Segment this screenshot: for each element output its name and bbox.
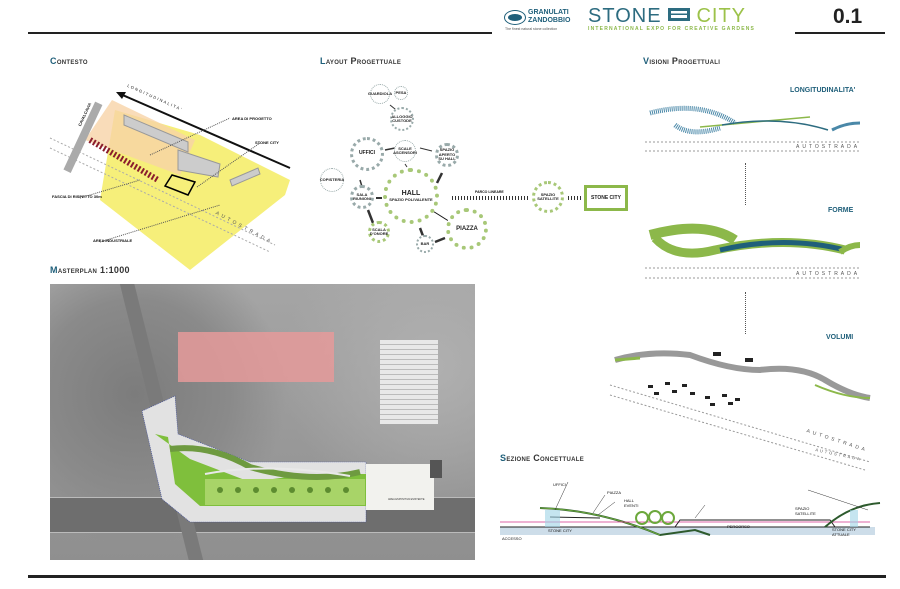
stone-city-box — [163, 174, 197, 196]
logo-2-icon — [668, 8, 690, 21]
leader-line — [149, 117, 231, 156]
hall-sub-label: SPAZIO POLIVALENTE — [389, 196, 433, 202]
section-label-accesso: ACCESSO — [502, 536, 522, 541]
forme-diagram — [645, 223, 861, 279]
section-label-uffici: UFFICI — [553, 482, 566, 487]
section-label-percorso: PERCORSO — [727, 524, 750, 529]
header-rule-right — [795, 32, 885, 34]
expo-line: INTERNATIONAL EXPO FOR CREATIVE GARDENS — [588, 26, 756, 32]
building-long — [123, 114, 189, 153]
masterplan-title: Masterplan 1:1000 — [50, 265, 130, 275]
node-bar: BAR — [416, 235, 434, 253]
node-satellite: SPAZIO SATELLITE — [532, 181, 564, 213]
building-small — [229, 167, 261, 187]
logo-city: CITY — [696, 5, 747, 27]
contesto-diagram — [49, 92, 291, 270]
dotted-connector-2 — [745, 292, 746, 334]
label-area-industriale: AREA INDUSTRIALE — [93, 238, 133, 243]
header-rule-left — [28, 32, 492, 34]
section-label-stone-city: STONE CITY — [548, 528, 572, 533]
brand-tagline: The finest natural stone collection — [505, 27, 558, 31]
section-label-hall: HALL EVENTI — [624, 498, 639, 508]
node-piazza: PIAZZA — [446, 208, 488, 250]
brand-top: GRANULATI — [528, 9, 569, 16]
layout-title: Layout Progettuale — [320, 56, 402, 66]
project-site — [141, 395, 442, 523]
hatched-area — [85, 100, 195, 175]
node-alloggio: ALLOGGIO CUSTODE — [390, 107, 414, 131]
node-scale: SCALE ASCENSORI — [393, 140, 417, 162]
leader-line — [79, 179, 141, 199]
section-label-satellite: SPAZIO SATELLITE — [795, 506, 816, 516]
visioni-volumi: VOLUMI — [826, 334, 854, 341]
visioni-title: Visioni Progettuali — [643, 56, 721, 66]
node-spazio-aperto: SPAZIO APERTO SU HALL — [435, 143, 459, 167]
brand-bottom: ZANDOBBIO — [528, 17, 571, 24]
existing-hall-striped — [380, 340, 438, 424]
section-sketch — [500, 481, 881, 537]
node-copisteria: COPISTERIA — [320, 168, 344, 192]
leader-line — [99, 204, 221, 243]
node-pesa: PESA — [394, 86, 408, 100]
label-stone-city: STONE CITY — [255, 140, 279, 145]
longitudinalita-arrow — [117, 92, 291, 169]
longitudinalita-diagram — [645, 105, 861, 152]
footer-rule — [28, 575, 886, 578]
brand-emblem-icon — [505, 11, 525, 24]
node-guardiola: GUARDIOLA — [368, 84, 392, 104]
cavalcavia — [63, 101, 103, 173]
node-sala: SALA RIUNIONI — [350, 185, 374, 209]
brand-logo: GRANULATI ZANDOBBIO The finest natural s… — [505, 8, 585, 34]
arrow-head-icon — [116, 92, 126, 99]
visioni-forme: FORME — [828, 207, 854, 214]
section-label-piazza: PIAZZA — [607, 490, 622, 495]
dotted-connector — [745, 163, 746, 205]
section-label-attuale: STONE CITY ATTUALE — [832, 527, 856, 537]
leader-line — [196, 142, 261, 188]
visioni-autostrada-2: AUTOSTRADA — [796, 271, 861, 277]
label-area-espositiva: AREA ESPOSITIVA ESISTENTE — [388, 498, 425, 501]
visioni-autostrada-1: AUTOSTRADA — [796, 144, 861, 150]
label-area-progetto: AREA DI PROGETTO — [232, 116, 272, 121]
node-uffici: UFFICI — [350, 137, 384, 171]
node-hall: HALL SPAZIO POLIVALENTE — [383, 168, 439, 224]
building-mid — [177, 149, 221, 178]
road-line — [49, 137, 276, 246]
node-scala-onore: SCALA D'ONORE — [368, 221, 390, 243]
existing-building-red — [178, 332, 334, 382]
hall-label: HALL — [401, 189, 421, 197]
sezione-title: Sezione Concettuale — [500, 453, 585, 463]
label-parco: PARCO LINEARE — [475, 190, 504, 194]
fascia-rispetto — [88, 137, 160, 183]
logo-stone: STONE — [588, 5, 662, 27]
layout-connectors — [359, 104, 582, 244]
masterplan-map[interactable]: AREA ESPOSITIVA ESISTENTE — [50, 284, 475, 560]
node-stone-city: STONE CITY — [584, 185, 628, 211]
stone-city-logo: STONE CITY INTERNATIONAL EXPO FOR CREATI… — [588, 5, 788, 35]
volumi-diagram — [609, 350, 871, 471]
label-fascia: FASCIA DI RISPETTO 30m — [52, 194, 102, 199]
visioni-longitudinalita: LONGITUDINALITA' — [790, 87, 856, 94]
contesto-title: Contesto — [50, 56, 88, 66]
sheet-number: 0.1 — [833, 5, 863, 28]
road-line — [49, 147, 271, 253]
